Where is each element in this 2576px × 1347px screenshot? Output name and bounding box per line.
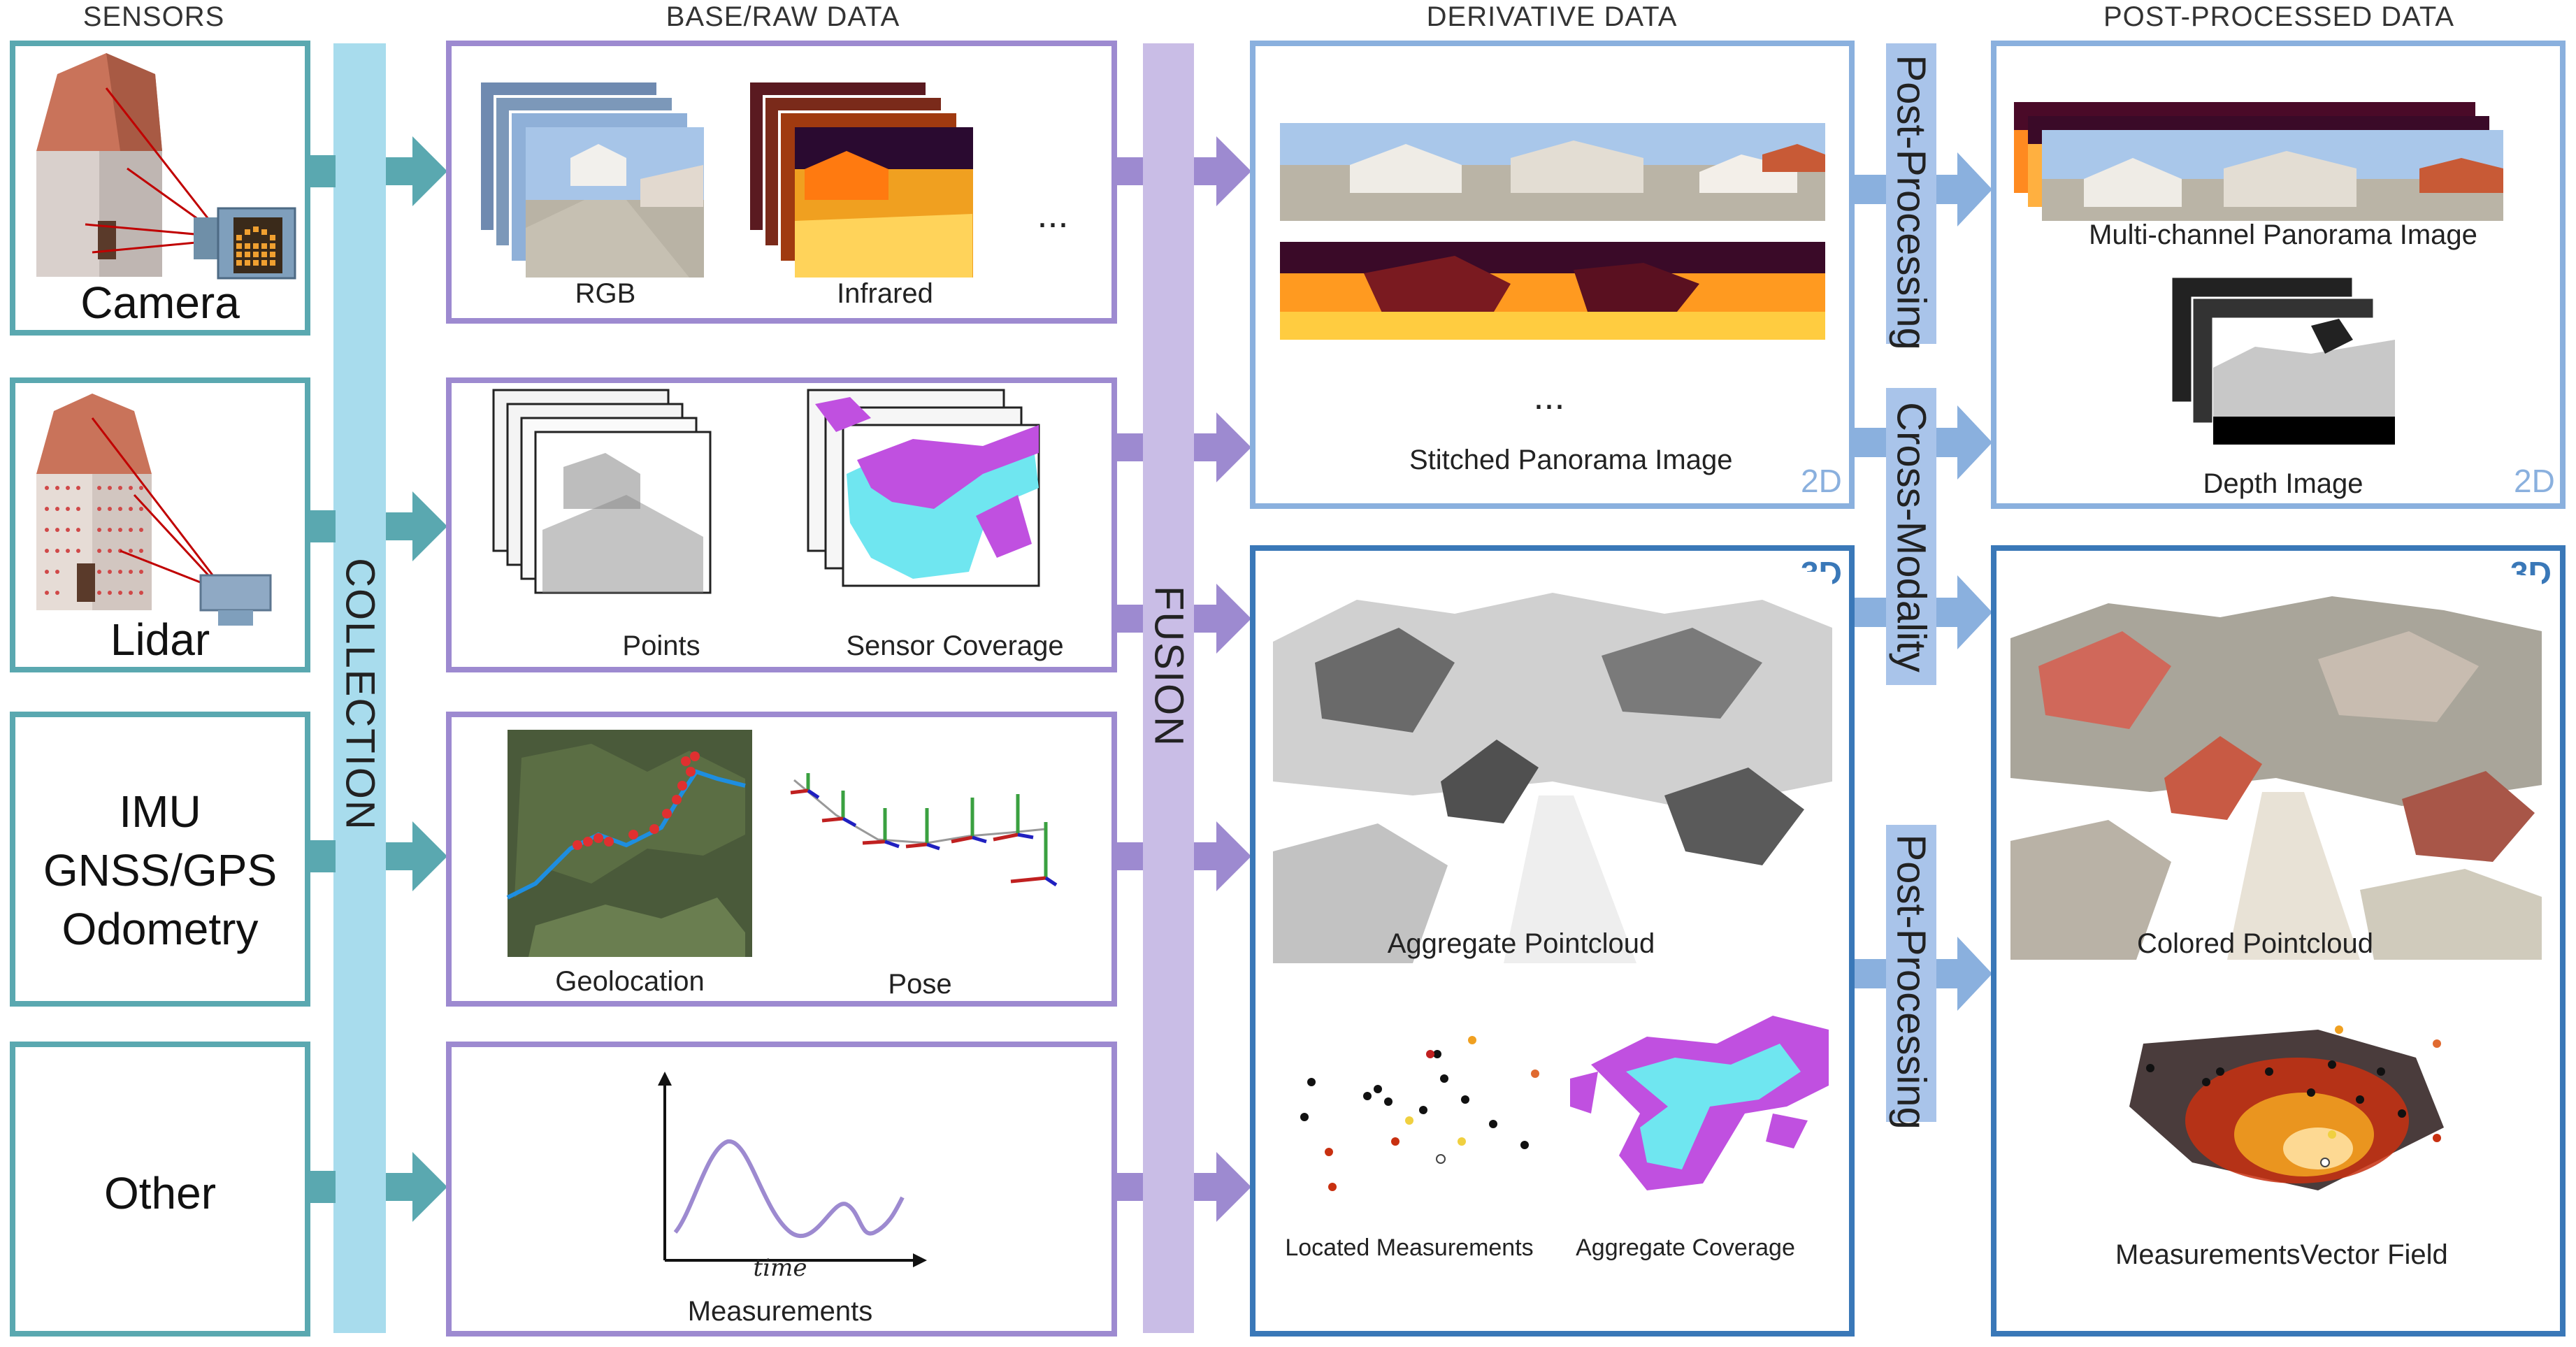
aggregate-pointcloud-image — [1273, 572, 1832, 963]
pose-trajectory — [790, 773, 1058, 887]
arrow-fusion-5-out — [1194, 1152, 1251, 1222]
stitched-panorama-label: Stitched Panorama Image — [1409, 445, 1733, 475]
rgb-image-stack — [478, 80, 704, 278]
aggregate-pointcloud-label: Aggregate Pointcloud — [1387, 928, 1655, 959]
arrow-fusion-1-in — [1116, 157, 1143, 185]
sensor-lidar-label: Lidar — [110, 614, 210, 665]
colored-pointcloud-label: Colored Pointcloud — [2137, 928, 2373, 959]
arrow-fusion-4-in — [1116, 842, 1143, 870]
arrow-cross-2-out — [1936, 575, 1992, 649]
header-post-processed: POST-PROCESSED DATA — [2103, 1, 2455, 32]
pose-label: Pose — [888, 969, 952, 1000]
arrow-camera-out — [386, 136, 447, 206]
multichannel-panorama-image — [2014, 102, 2503, 221]
sensor-camera-label: Camera — [80, 278, 240, 328]
arrow-fusion-4-out — [1194, 821, 1251, 891]
header-derivative: DERIVATIVE DATA — [1426, 1, 1678, 32]
raw-camera-panel: RGB Infrared ... — [446, 41, 1117, 324]
multichannel-panorama-label: Multi-channel Panorama Image — [2089, 219, 2477, 250]
arrow-post-1-in — [1854, 175, 1886, 204]
sensor-imu-panel: IMU GNSS/GPS Odometry — [10, 712, 310, 1007]
points-stack — [492, 389, 712, 594]
raw-other-panel: time Measurements — [446, 1042, 1117, 1337]
cross-modality-bar — [1886, 388, 1936, 685]
arrow-other-out — [386, 1152, 447, 1222]
arrow-post-2-in — [1854, 959, 1886, 988]
rgb-label: RGB — [575, 278, 636, 309]
sensor-imu-label: IMU — [119, 786, 201, 837]
coverage-stack — [807, 389, 1040, 587]
collection-bar — [333, 43, 386, 1333]
infrared-image-stack — [747, 80, 973, 278]
post-2d-tag: 2D — [2514, 463, 2555, 499]
raw-imu-panel: Geolocation Pose — [446, 712, 1117, 1007]
arrow-cross-1-out — [1936, 405, 1992, 480]
arrow-post-1-out — [1936, 152, 1992, 226]
arrow-fusion-2-out — [1194, 412, 1251, 482]
arrow-cross-1-in — [1854, 428, 1886, 457]
depth-image-label: Depth Image — [2203, 468, 2363, 499]
arrow-fusion-1-out — [1194, 136, 1251, 206]
derivative-2d-panel: ... Stitched Panorama Image 2D — [1250, 41, 1855, 509]
arrow-fusion-3-out — [1194, 584, 1251, 654]
aggregate-coverage-label: Aggregate Coverage — [1576, 1234, 1795, 1261]
arrow-camera-in — [308, 155, 336, 187]
fusion-bar — [1143, 43, 1194, 1333]
sensor-gnss-label: GNSS/GPS — [43, 845, 278, 895]
geolocation-map — [506, 730, 752, 957]
raw-ellipsis-1: ... — [1037, 194, 1069, 236]
arrow-lidar-in — [308, 510, 336, 542]
arrow-lidar-out — [386, 491, 447, 561]
arrow-imu-out — [386, 821, 447, 891]
measurement-plot — [658, 1072, 927, 1267]
sensor-odometry-label: Odometry — [62, 904, 259, 954]
post-2d-panel: Multi-channel Panorama Image Depth Image… — [1991, 41, 2566, 509]
post-processing-bar-top — [1886, 43, 1936, 344]
geolocation-label: Geolocation — [555, 966, 705, 997]
depth-image-stack — [2170, 275, 2396, 446]
camera-house-illustration — [36, 53, 296, 280]
time-axis-label: time — [753, 1254, 807, 1282]
lidar-house-illustration — [36, 394, 272, 626]
arrow-imu-in — [308, 840, 336, 872]
sensor-other-panel: Other — [10, 1042, 310, 1337]
arrow-post-2-out — [1936, 937, 1992, 1011]
points-label: Points — [622, 631, 700, 661]
raw-lidar-panel: Points Sensor Coverage — [446, 377, 1117, 672]
arrow-other-in — [308, 1171, 336, 1203]
derivative-ellipsis: ... — [1533, 375, 1565, 417]
colored-pointcloud-image — [2010, 575, 2542, 960]
derivative-3d-panel: 3D Aggregate Pointcloud Located Measurem… — [1250, 545, 1855, 1337]
header-sensors: SENSORS — [82, 1, 225, 32]
sensor-coverage-label: Sensor Coverage — [846, 631, 1064, 661]
arrow-fusion-3-in — [1116, 605, 1143, 633]
arrow-fusion-5-in — [1116, 1173, 1143, 1201]
stitched-rgb-panorama — [1280, 123, 1825, 221]
post-processing-bar-bottom — [1886, 825, 1936, 1122]
post-3d-panel: 3D Colored Pointcloud MeasurementsVector… — [1991, 545, 2566, 1337]
measurements-vector-field — [2129, 1025, 2444, 1190]
located-measurements-plot — [1300, 1036, 1539, 1191]
header-base-raw: BASE/RAW DATA — [665, 1, 900, 32]
sensor-lidar-panel: Lidar — [10, 377, 310, 672]
infrared-label: Infrared — [837, 278, 933, 309]
derivative-2d-tag: 2D — [1801, 463, 1842, 499]
measurements-vector-field-label: MeasurementsVector Field — [2115, 1239, 2448, 1270]
arrow-fusion-2-in — [1116, 433, 1143, 461]
sensor-other-label: Other — [103, 1168, 217, 1218]
located-measurements-label: Located Measurements — [1285, 1234, 1534, 1261]
aggregate-coverage-image — [1570, 1016, 1829, 1190]
sensor-camera-panel: Camera — [10, 41, 310, 336]
arrow-cross-2-in — [1854, 598, 1886, 627]
stitched-infrared-panorama — [1280, 242, 1825, 340]
measurements-label: Measurements — [687, 1296, 873, 1327]
